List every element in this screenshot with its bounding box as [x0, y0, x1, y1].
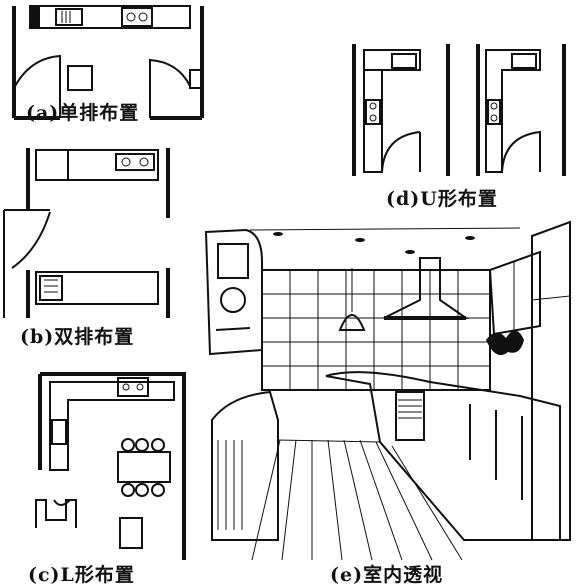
plant [486, 330, 524, 356]
caption-d: (d)U形布置 [386, 188, 498, 210]
caption-c: (c)L形布置 [28, 564, 135, 586]
tall-cabinet [531, 220, 571, 541]
plan-u-shape [352, 44, 566, 176]
range-hood [383, 257, 470, 319]
kitchen-counter [325, 371, 561, 541]
plan-double-row [3, 148, 170, 318]
floor [251, 439, 463, 561]
table [67, 65, 93, 91]
sink [39, 275, 63, 301]
sink [51, 419, 67, 445]
pendant-lamp [338, 314, 366, 331]
plan-l-shape [35, 372, 186, 560]
stove [115, 153, 155, 171]
upper-cabinet [204, 228, 263, 356]
sink [391, 53, 417, 69]
wall-cabinet [488, 250, 541, 336]
stove [117, 377, 149, 397]
door-swing [13, 54, 61, 118]
interior-perspective [204, 220, 571, 561]
caption-a: (a)单排布置 [26, 102, 140, 124]
counter-island [211, 390, 279, 541]
table [117, 451, 171, 483]
window-grid [261, 269, 491, 391]
plan-single-row [12, 5, 204, 120]
stove [121, 7, 153, 27]
counter-top [29, 5, 191, 29]
oven [395, 391, 425, 441]
caption-e: (e)室内透视 [330, 564, 444, 586]
caption-b: (b)双排布置 [20, 326, 135, 348]
stove [365, 99, 381, 125]
sink [55, 8, 83, 26]
